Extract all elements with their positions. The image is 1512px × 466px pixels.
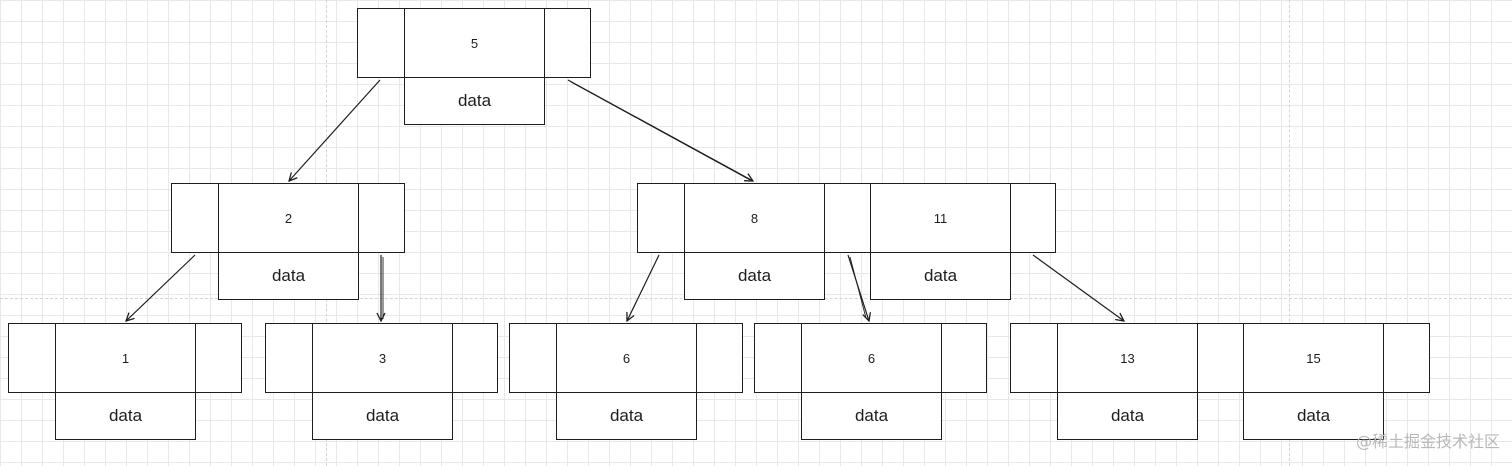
- key-cell: 6: [556, 323, 697, 393]
- key-cell: 6: [801, 323, 942, 393]
- data-cell: data: [218, 252, 359, 300]
- edge-arrow: [627, 254, 660, 321]
- watermark: @稀土掘金技术社区: [1355, 432, 1500, 451]
- key-cell: 5: [404, 8, 545, 78]
- data-cell: data: [556, 392, 697, 440]
- data-cell: data: [55, 392, 196, 440]
- pointer-cell: [1197, 323, 1244, 393]
- pointer-cell: [941, 323, 987, 393]
- pointer-cell: [1010, 183, 1056, 253]
- data-cell: data: [1243, 392, 1384, 440]
- edge-arrow: [1032, 254, 1124, 321]
- pointer-cell: [195, 323, 242, 393]
- data-cell: data: [1057, 392, 1198, 440]
- pointer-cell: [452, 323, 498, 393]
- edge-arrow: [570, 81, 751, 181]
- guide-line: [1289, 0, 1290, 466]
- key-cell: 2: [218, 183, 359, 253]
- edge-arrow: [289, 79, 381, 181]
- data-cell: data: [312, 392, 453, 440]
- data-cell: data: [801, 392, 942, 440]
- edge-arrow: [849, 256, 867, 319]
- pointer-cell: [509, 323, 557, 393]
- pointer-cell: [8, 323, 56, 393]
- pointer-cell: [1383, 323, 1430, 393]
- pointer-cell: [544, 8, 591, 78]
- data-cell: data: [404, 77, 545, 125]
- pointer-cell: [171, 183, 219, 253]
- data-cell: data: [870, 252, 1011, 300]
- key-cell: 11: [870, 183, 1011, 253]
- pointer-cell: [754, 323, 802, 393]
- pointer-cell: [696, 323, 743, 393]
- edge-arrow: [126, 254, 196, 321]
- data-cell: data: [684, 252, 825, 300]
- pointer-cell: [1010, 323, 1058, 393]
- pointer-cell: [358, 183, 405, 253]
